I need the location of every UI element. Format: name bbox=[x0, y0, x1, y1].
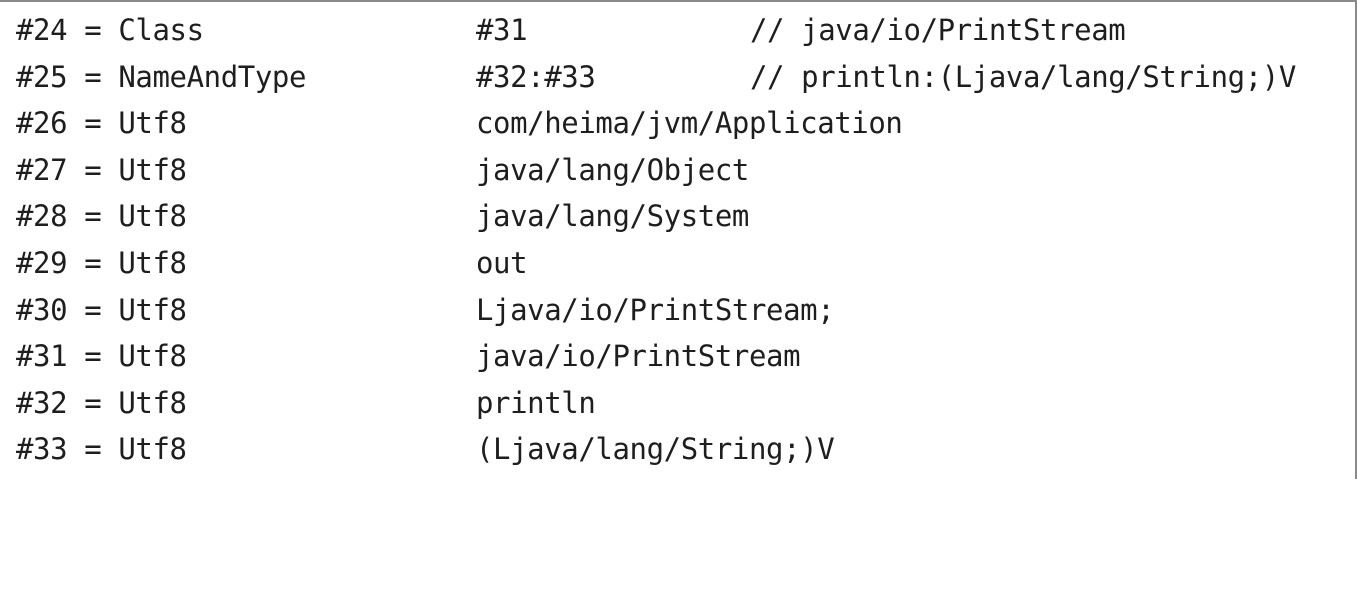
entry-value: #31 bbox=[476, 13, 528, 47]
constant-entry-29: #29 = Utf8 out bbox=[16, 240, 528, 287]
entry-index-type: #32 = Utf8 bbox=[16, 385, 187, 420]
constant-entry-27: #27 = Utf8 java/lang/Object bbox=[16, 147, 749, 194]
entry-index-type: #26 = Utf8 bbox=[16, 106, 187, 141]
constant-entry-32: #32 = Utf8 println bbox=[16, 380, 596, 427]
entry-index-type: #24 = Class bbox=[16, 13, 204, 47]
entry-value: java/lang/Object bbox=[476, 152, 749, 187]
constant-entry-30: #30 = Utf8 Ljava/io/PrintStream; bbox=[16, 287, 835, 334]
entry-index-type: #28 = Utf8 bbox=[16, 199, 187, 234]
constant-entry-25: #25 = NameAndType #32:#33 // println:(Lj… bbox=[16, 54, 1296, 101]
entry-value: #32:#33 bbox=[476, 59, 596, 94]
entry-value: (Ljava/lang/String;)V bbox=[476, 432, 835, 467]
constant-entry-26: #26 = Utf8 com/heima/jvm/Application bbox=[16, 100, 903, 147]
constant-pool-panel: #24 = Class #31 // java/io/PrintStream #… bbox=[0, 0, 1357, 479]
constant-entry-28: #28 = Utf8 java/lang/System bbox=[16, 193, 749, 240]
entry-comment: // java/io/PrintStream bbox=[750, 13, 1126, 47]
entry-index-type: #29 = Utf8 bbox=[16, 245, 187, 280]
constant-entry-33: #33 = Utf8 (Ljava/lang/String;)V bbox=[16, 426, 835, 473]
entry-value: out bbox=[476, 245, 528, 280]
entry-index-type: #30 = Utf8 bbox=[16, 292, 187, 327]
entry-index-type: #33 = Utf8 bbox=[16, 432, 187, 467]
entry-index-type: #25 = NameAndType bbox=[16, 59, 307, 94]
constant-entry-31: #31 = Utf8 java/io/PrintStream bbox=[16, 333, 801, 380]
entry-value: println bbox=[476, 385, 596, 420]
entry-value: Ljava/io/PrintStream; bbox=[476, 292, 835, 327]
entry-value: com/heima/jvm/Application bbox=[476, 106, 903, 141]
entry-value: java/lang/System bbox=[476, 199, 749, 234]
entry-comment: // println:(Ljava/lang/String;)V bbox=[750, 59, 1296, 94]
constant-entry-24: #24 = Class #31 // java/io/PrintStream bbox=[16, 7, 1126, 54]
constant-pool-listing: #24 = Class #31 // java/io/PrintStream #… bbox=[16, 7, 1296, 473]
entry-index-type: #31 = Utf8 bbox=[16, 339, 187, 374]
entry-index-type: #27 = Utf8 bbox=[16, 152, 187, 187]
entry-value: java/io/PrintStream bbox=[476, 339, 801, 374]
